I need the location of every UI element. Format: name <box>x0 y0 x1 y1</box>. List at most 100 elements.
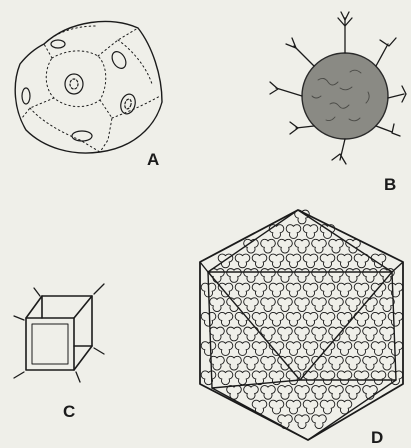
capsomere-scallop <box>329 298 344 312</box>
capsomere-scallop <box>337 371 352 385</box>
panel-a-outline <box>15 21 162 153</box>
capsomere-scallop <box>312 269 327 283</box>
capsomere-scallop <box>363 356 378 370</box>
capsomere-scallop <box>371 371 386 385</box>
capsomere-scallop <box>278 415 293 429</box>
capsomere-scallop <box>210 298 225 312</box>
capsomere-scallop <box>295 327 310 341</box>
capsomere-scallop <box>346 298 361 312</box>
capsomere-scallop <box>244 269 259 283</box>
capsomere-scallop <box>278 239 293 253</box>
capsomere-scallop <box>388 283 403 297</box>
capsomere-scallop <box>235 254 250 268</box>
capsomere-scallop <box>278 298 293 312</box>
capsomere-scallop <box>329 239 344 253</box>
capsomere-scallop <box>201 312 216 326</box>
capsomere-scallop <box>295 356 310 370</box>
capsomere-scallop <box>261 298 276 312</box>
capsomere-scallop <box>346 386 361 400</box>
capsomere-scallop <box>388 312 403 326</box>
panel-c-cube-skeleton-drawing <box>14 284 104 382</box>
capsomere-scallop <box>380 298 395 312</box>
capsomere-scallop <box>218 371 233 385</box>
panel-d-facet-edges <box>200 210 403 440</box>
capsomere-scallop <box>329 386 344 400</box>
capsomere-scallop <box>346 269 361 283</box>
capsomere-scallop <box>210 269 225 283</box>
capsomere-scallop <box>337 342 352 356</box>
capsomere-scallop <box>244 298 259 312</box>
capsomere-scallop <box>269 254 284 268</box>
capsomere-scallop <box>371 312 386 326</box>
capsomere-scallop <box>218 312 233 326</box>
capsomere-scallop <box>235 342 250 356</box>
panel-d-label: D <box>371 429 383 446</box>
panel-c-inner-front <box>32 324 68 364</box>
panel-b-label: B <box>384 176 396 193</box>
capsomere-scallop <box>320 254 335 268</box>
capsomere-scallop <box>295 415 310 429</box>
capsomere-scallop <box>286 225 301 239</box>
capsomere-scallop <box>261 356 276 370</box>
capsomere-scallop <box>278 327 293 341</box>
capsomere-scallop <box>261 269 276 283</box>
capsomere-scallop <box>295 298 310 312</box>
capsomere-scallop <box>210 327 225 341</box>
panel-b-body <box>302 53 388 139</box>
capsomere-scallop <box>252 254 267 268</box>
capsomere-scallop <box>218 283 233 297</box>
capsomere-scallop <box>346 327 361 341</box>
capsomere-scallop <box>286 400 301 414</box>
capsomere-scallop <box>346 356 361 370</box>
capsomere-scallop <box>303 400 318 414</box>
panel-d-icosahedron-drawing <box>200 210 403 440</box>
capsomere-scallop <box>269 312 284 326</box>
capsomere-scallop <box>329 356 344 370</box>
capsomere-scallop <box>201 371 216 385</box>
capsomere-scallop <box>312 327 327 341</box>
capsomere-scallop <box>261 386 276 400</box>
panel-a-label: A <box>147 151 159 168</box>
capsomere-scallop <box>295 239 310 253</box>
capsomere-scallop <box>363 269 378 283</box>
capsomere-scallop <box>312 298 327 312</box>
capsomere-scallop <box>337 254 352 268</box>
capsomere-scallop <box>312 415 327 429</box>
capsomere-scallop <box>363 327 378 341</box>
panel-b-spiked-sphere-drawing <box>270 12 406 164</box>
capsomere-scallop <box>218 342 233 356</box>
capsomere-scallop <box>244 356 259 370</box>
capsomere-scallop <box>227 327 242 341</box>
panel-c-label: C <box>63 403 75 420</box>
capsomere-scallop <box>303 254 318 268</box>
panel-c-front-face <box>26 318 74 370</box>
capsomere-scallop <box>320 371 335 385</box>
capsomere-scallop <box>337 283 352 297</box>
capsomere-scallop <box>354 371 369 385</box>
capsomere-scallop <box>371 342 386 356</box>
capsomere-scallop <box>303 342 318 356</box>
capsomere-scallop <box>269 400 284 414</box>
capsomere-scallop <box>261 327 276 341</box>
capsomere-scallop <box>269 225 284 239</box>
capsomere-scallop <box>354 342 369 356</box>
capsomere-scallop <box>320 400 335 414</box>
capsomere-scallop <box>312 239 327 253</box>
capsomere-scallop <box>261 239 276 253</box>
capsomere-scallop <box>286 254 301 268</box>
capsomere-scallop <box>252 283 267 297</box>
capsomere-scallop <box>278 386 293 400</box>
capsomere-scallop <box>227 269 242 283</box>
capsomere-scallop <box>295 386 310 400</box>
panel-a-dodecahedron-drawing <box>15 21 162 153</box>
capsomere-scallop <box>320 312 335 326</box>
capsomere-scallop <box>252 342 267 356</box>
capsomere-scallop <box>303 283 318 297</box>
capsomere-scallop <box>269 283 284 297</box>
capsomere-scallop <box>303 312 318 326</box>
capsomere-scallop <box>286 283 301 297</box>
capsomere-scallop <box>278 269 293 283</box>
capsomere-scallop <box>380 356 395 370</box>
capsomere-scallop <box>244 386 259 400</box>
